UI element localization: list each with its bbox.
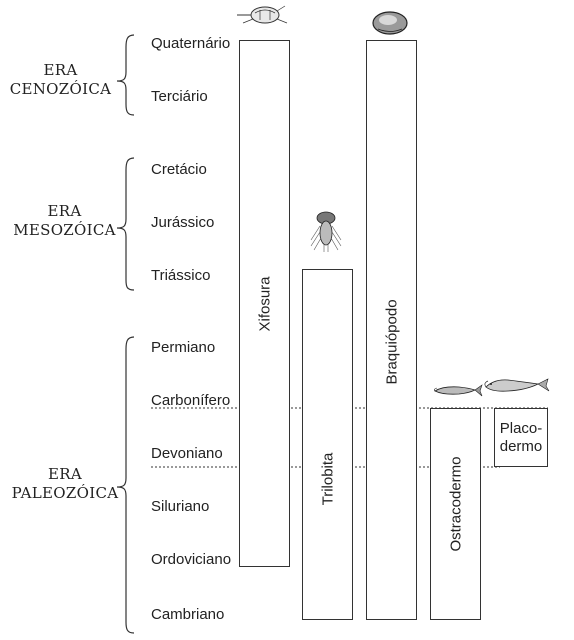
era-line: ERA <box>43 61 78 79</box>
range-bar-label: Trilobita <box>319 452 336 506</box>
era-brace-cenozoic <box>116 34 135 116</box>
period-carbonifero: Carbonífero <box>151 392 231 409</box>
placoderm-fish-icon <box>484 378 550 392</box>
range-bar-ostracodermo: Ostracodermo <box>430 408 481 620</box>
ostracoderm-fish-icon <box>434 384 483 397</box>
era-label-paleozoic: ERA PALEOZÓICA <box>10 465 120 503</box>
period-jurassico: Jurássico <box>151 214 215 231</box>
era-line: ERA <box>48 465 82 483</box>
range-bar-xifosura: Xifosura <box>239 40 290 567</box>
era-label-mesozoic: ERA MESOZÓICA <box>8 202 121 240</box>
era-line: MESOZÓICA <box>13 221 116 239</box>
period-terciario: Terciário <box>151 88 208 105</box>
era-line: ERA <box>47 202 82 220</box>
range-bar-label: Placo- dermo <box>499 419 543 455</box>
range-bar-label: Xifosura <box>256 275 273 332</box>
range-bar-trilobita: Trilobita <box>302 269 353 620</box>
range-bar-label: Braquiópodo <box>383 299 400 385</box>
range-bar-label: Ostracodermo <box>447 455 464 552</box>
era-line: PALEOZÓICA <box>11 484 119 502</box>
horseshoe-crab-icon <box>237 5 288 24</box>
range-bar-braquiopodo: Braquiópodo <box>366 40 417 620</box>
brachiopod-icon <box>372 11 408 35</box>
period-ordoviciano: Ordoviciano <box>151 551 232 568</box>
period-quaternario: Quaternário <box>151 35 231 52</box>
period-devoniano: Devoniano <box>151 445 223 462</box>
era-brace-paleozoic <box>116 336 135 634</box>
era-line: CENOZÓICA <box>9 80 112 98</box>
period-permiano: Permiano <box>151 339 216 356</box>
trilobite-icon <box>310 211 342 252</box>
era-brace-mesozoic <box>116 157 135 291</box>
period-triassico: Triássico <box>151 267 211 284</box>
era-label-cenozoic: ERA CENOZÓICA <box>8 61 113 99</box>
range-bar-placodermo: Placo- dermo <box>494 408 548 467</box>
period-cretacio: Cretácio <box>151 161 207 178</box>
period-cambriano: Cambriano <box>151 606 225 623</box>
period-siluriano: Siluriano <box>151 498 210 515</box>
